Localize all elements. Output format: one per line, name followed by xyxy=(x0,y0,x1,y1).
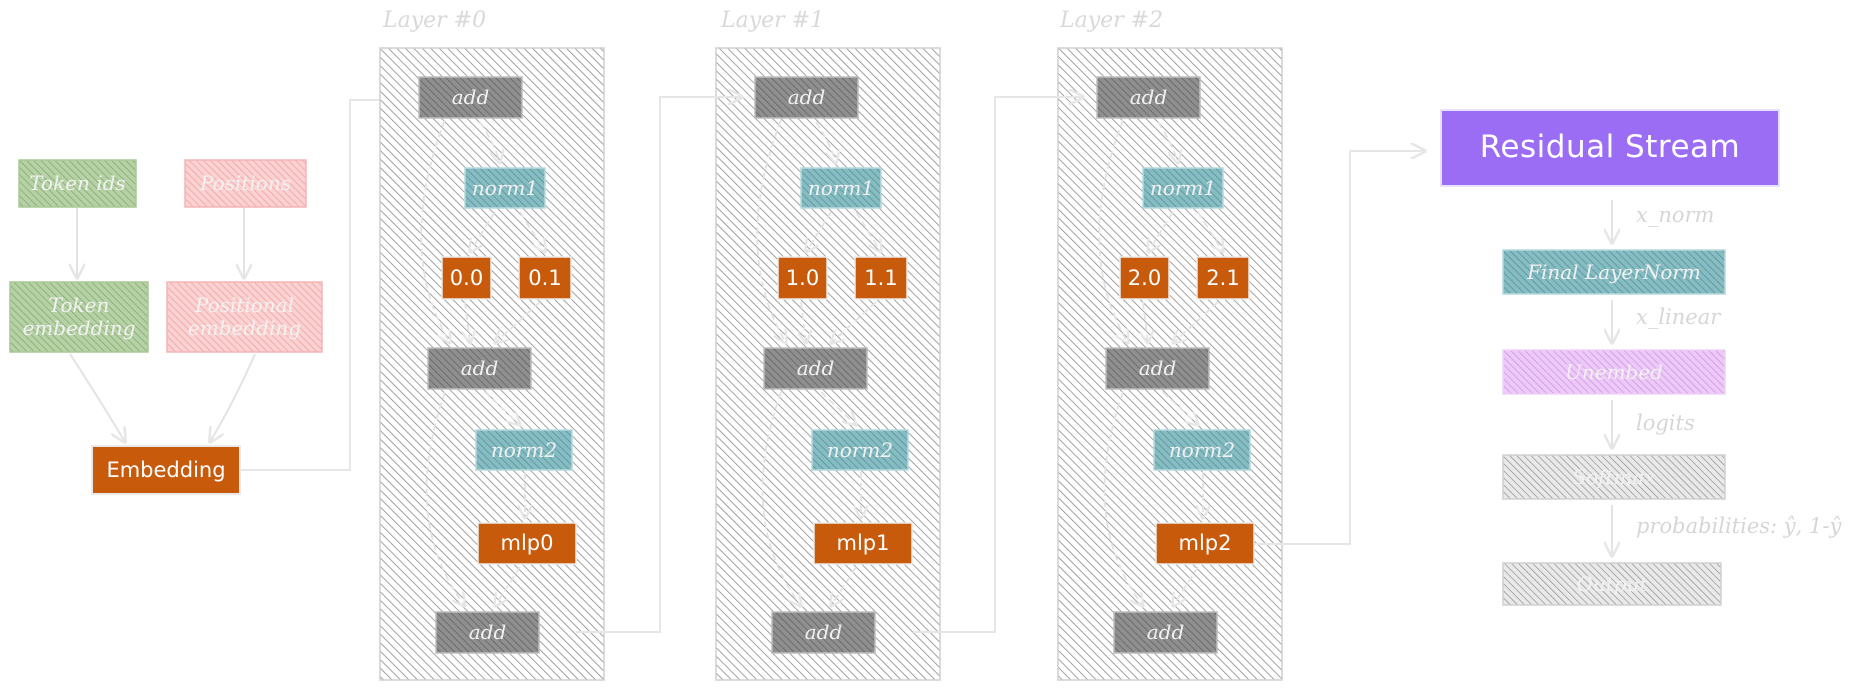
layer2-norm1-node xyxy=(1142,167,1224,209)
layer0-arrow-head-a-to-add xyxy=(465,301,470,343)
layer2-arrow-head-a-to-add xyxy=(1143,301,1148,343)
arrow-position-embedding-to-embedding xyxy=(210,353,256,442)
positions-node xyxy=(184,159,307,208)
embedding-node xyxy=(91,445,241,495)
softmax-node xyxy=(1502,454,1726,500)
layer0-arrow-norm1-to-head-b xyxy=(519,211,545,252)
layer0-arrow-norm1-to-head-a xyxy=(470,211,496,252)
arrow-mlp2-to-residual xyxy=(1254,151,1425,545)
layer0-arrow-head-b-to-add xyxy=(495,301,541,343)
position-embedding-node xyxy=(166,281,323,353)
layer2-add-mid-node xyxy=(1105,347,1210,390)
layer2-arrow-norm1-to-head-a xyxy=(1148,211,1174,252)
layer0-mlp-node xyxy=(477,522,577,565)
layer1-arrow-norm1-to-head-b xyxy=(855,211,881,252)
output-node xyxy=(1502,562,1722,606)
layer0-head-a-node xyxy=(441,256,492,300)
layer0-head-b-node xyxy=(518,256,572,300)
layer2-mlp-node xyxy=(1155,522,1255,565)
unembed-node xyxy=(1502,349,1726,395)
layers-group xyxy=(379,47,1283,681)
arrow-layer0-to-layer1 xyxy=(576,97,742,633)
layer0-arrow-add-to-norm2 xyxy=(484,391,520,425)
layer0-add-mid-node xyxy=(427,347,532,390)
arrow-embedding-to-layer0 xyxy=(241,100,408,471)
layer0-norm1-node xyxy=(464,167,546,209)
layer0-add-top-node xyxy=(418,76,523,119)
arrow-token-embedding-to-embedding xyxy=(69,353,125,442)
layer1-arrow-residual-skip-1 xyxy=(756,119,786,343)
layer1-arrow-norm1-to-head-a xyxy=(806,211,832,252)
layer2-head-b-node xyxy=(1196,256,1250,300)
layer2-arrow-residual-skip-1 xyxy=(1098,119,1128,343)
layer2-arrow-head-b-to-add xyxy=(1173,301,1219,343)
layer2-add-top-node xyxy=(1096,76,1201,119)
layer2-arrow-add-to-norm2 xyxy=(1162,391,1198,425)
token-embedding-node xyxy=(9,281,149,353)
layer0-arrow-residual-skip-1 xyxy=(420,119,450,343)
layer1-head-b-node xyxy=(854,256,908,300)
layer2-arrow-mlp-to-add xyxy=(1173,566,1199,606)
layer1-add-mid-node xyxy=(763,347,868,390)
layer1-head-a-node xyxy=(777,256,828,300)
layer1-mlp-node xyxy=(813,522,913,565)
token-ids-node xyxy=(18,159,137,208)
layer2-arrow-add-to-norm1 xyxy=(1157,121,1178,163)
final-norm-node xyxy=(1502,249,1726,295)
layer0-add-bottom-node xyxy=(435,611,540,654)
layer0-arrow-mlp-to-add xyxy=(495,566,521,606)
layer1-norm2-node xyxy=(811,429,909,471)
layer2-add-bottom-node xyxy=(1113,611,1218,654)
layer2-arrow-norm1-to-head-b xyxy=(1197,211,1223,252)
layer0-norm2-node xyxy=(475,429,573,471)
layer1-add-bottom-node xyxy=(771,611,876,654)
residual-stream-node xyxy=(1440,109,1780,187)
layer1-arrow-add-to-norm2 xyxy=(820,391,856,425)
layer1-arrow-mlp-to-add xyxy=(831,566,857,606)
arrow-layer1-to-layer2 xyxy=(913,97,1083,633)
layer1-arrow-add-to-norm1 xyxy=(815,121,836,163)
layer0-arrow-add-to-norm1 xyxy=(479,121,500,163)
layer1-add-top-node xyxy=(754,76,859,119)
layer1-norm1-node xyxy=(800,167,882,209)
layer1-arrow-head-a-to-add xyxy=(801,301,806,343)
layer2-norm2-node xyxy=(1153,429,1251,471)
layer1-arrow-head-b-to-add xyxy=(831,301,877,343)
layer2-head-a-node xyxy=(1119,256,1170,300)
